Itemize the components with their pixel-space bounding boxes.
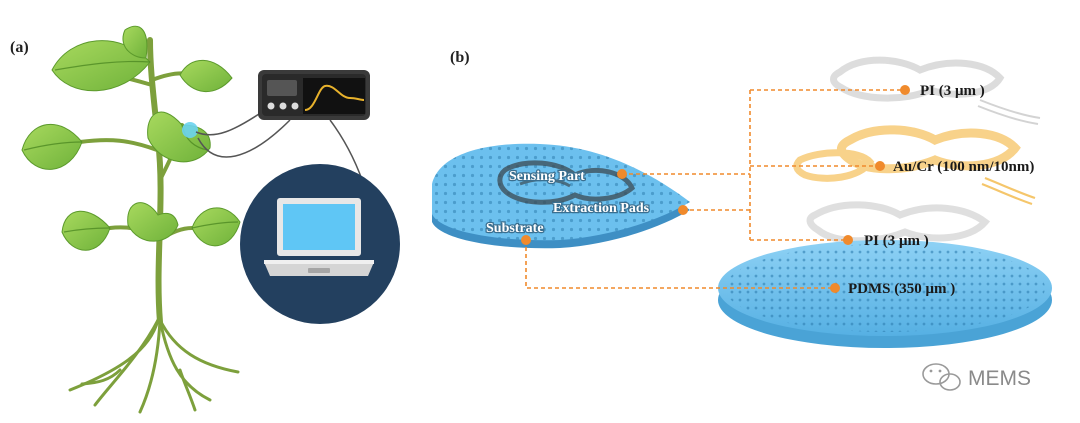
label-extraction-pads: Extraction Pads (553, 201, 650, 216)
layer-pdms-disk (718, 240, 1052, 348)
oscilloscope (258, 70, 370, 120)
label-substrate: Substrate (486, 221, 544, 236)
leader-dots (521, 85, 910, 293)
label-pdms: PDMS (350 μm ) (848, 281, 955, 297)
watermark: MEMS (922, 363, 1031, 391)
wechat-icon (922, 363, 961, 391)
leader-lines (525, 89, 905, 289)
layer-pi-top (830, 56, 1041, 125)
layer-au-cr (793, 125, 1036, 206)
panel-a-label: (a) (10, 39, 29, 56)
watermark-text: MEMS (968, 367, 1031, 390)
label-pi-top: PI (3 μm ) (920, 83, 985, 99)
panel-b-label: (b) (450, 49, 470, 66)
label-au-cr: Au/Cr (100 nm/10nm) (893, 159, 1034, 175)
label-sensing-part: Sensing Part (509, 169, 585, 184)
assembled-sensor (432, 143, 690, 249)
plant-illustration (21, 25, 241, 414)
laptop-illustration (240, 164, 400, 324)
label-pi-bottom: PI (3 μm ) (864, 233, 929, 249)
